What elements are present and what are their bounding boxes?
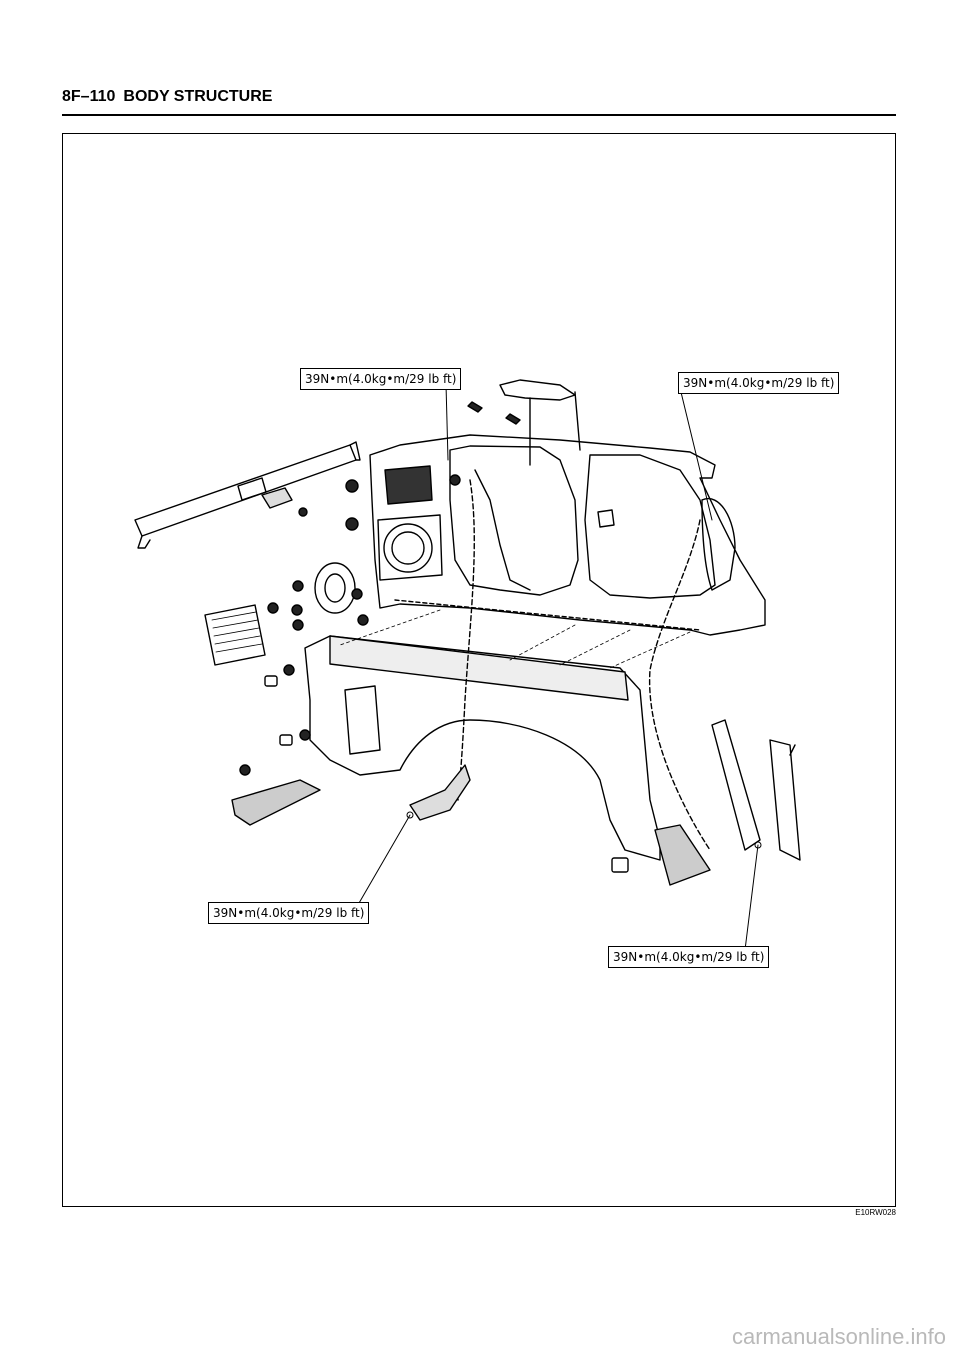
figure-frame: [62, 133, 896, 1207]
page-number: 8F–110: [62, 88, 116, 105]
lower-quarter-panel: [231, 635, 711, 886]
torque-callout-top-left: 39N•m(4.0kg•m/29 lb ft): [300, 368, 462, 390]
clips: [264, 675, 629, 873]
leader-lines: [354, 383, 762, 951]
page-header: 8F–110 BODY STRUCTURE: [62, 88, 272, 112]
top-bracket: [467, 379, 581, 466]
seat-belt-right: [648, 519, 711, 851]
section-title: BODY STRUCTURE: [123, 88, 273, 105]
seat-belt-retractor-left: [474, 469, 531, 591]
torque-callout-top-right: 39N•m(4.0kg•m/29 lb ft): [678, 372, 840, 394]
torque-callout-bottom-left: 39N•m(4.0kg•m/29 lb ft): [208, 902, 370, 924]
upper-trim-strip: [134, 441, 361, 549]
alignment-lines: [339, 609, 691, 669]
upper-quarter-panel: [369, 434, 766, 636]
bolts: [239, 474, 461, 776]
figure-code: E10RW028: [855, 1208, 896, 1217]
body-pillar: [769, 739, 801, 861]
torque-callout-bottom-right: 39N•m(4.0kg•m/29 lb ft): [608, 946, 770, 968]
watermark: carmanualsonline.info: [731, 1324, 946, 1349]
header-rule: [62, 114, 896, 116]
speaker-assembly: [204, 562, 356, 666]
seat-belt-retractor-right: [711, 719, 761, 851]
seat-belt-anchor-left: [409, 764, 471, 821]
